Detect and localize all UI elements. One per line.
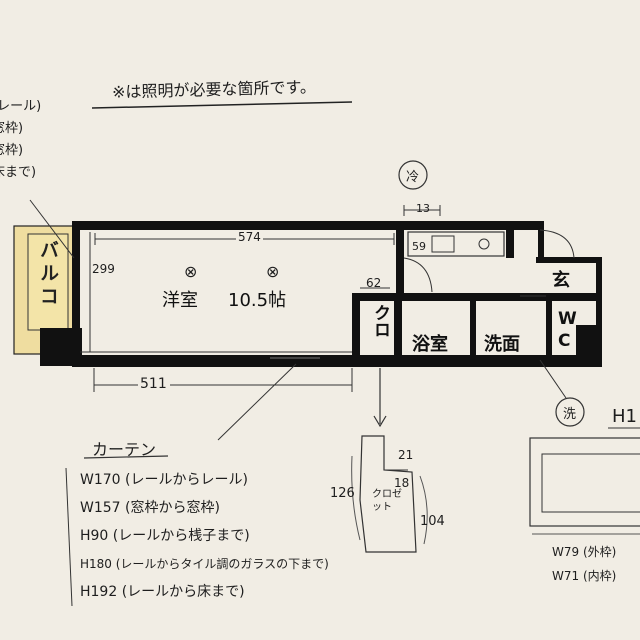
- left-note-4: 床まで): [0, 165, 37, 180]
- leader-curtain: [217, 363, 297, 441]
- fridge-circle: [398, 160, 428, 190]
- right-detail-heading: H1: [612, 406, 637, 427]
- wall-entrance-top: [536, 257, 602, 263]
- door-swing-kitchen: [403, 257, 433, 293]
- right-detail-notes: W79 (外枠) W71 (内枠): [552, 540, 616, 588]
- note-underline: [91, 101, 353, 109]
- western-room-size: 10.5帖: [228, 290, 287, 311]
- closet-label: クロ: [370, 304, 390, 338]
- wall-kitchen-top: [506, 230, 514, 258]
- fridge-label: 冷: [406, 170, 420, 185]
- balcony-label: バルコ: [37, 240, 59, 309]
- curtain-notes: W170 (レールからレール) W157 (窓枠から窓枠) H90 (レールから…: [80, 466, 329, 606]
- kitchen-stove: [478, 238, 490, 250]
- curtain-line-1: W170 (レールからレール): [80, 472, 248, 488]
- wall-top: [72, 221, 408, 230]
- light-mark-1: ⊗: [184, 262, 198, 281]
- right-detail-line-1: W79 (外枠): [552, 545, 617, 559]
- wall-left: [72, 221, 80, 367]
- kitchen-sink: [431, 235, 455, 253]
- left-notes: (レール) 窓枠) 窓枠) 床まで): [0, 96, 41, 184]
- wall-mid-vertical: [396, 221, 404, 299]
- closet-dim-104: 104: [420, 514, 445, 529]
- dim-top-width: 574: [236, 230, 263, 244]
- wc-label: WC: [558, 309, 577, 351]
- wall-bottom: [72, 355, 602, 367]
- wall-service-top: [352, 293, 602, 301]
- left-note-2: 窓枠): [0, 121, 24, 136]
- curtain-line-2: W157 (窓枠から窓枠): [80, 500, 220, 516]
- right-detail-line-2: W71 (内枠): [552, 569, 617, 583]
- closet-detail-shape: [359, 435, 417, 553]
- closet-dim-126: 126: [330, 486, 355, 501]
- dim-closet-depth: 62: [366, 276, 382, 290]
- wall-wash-right: [546, 300, 552, 360]
- bath-label: 浴室: [412, 334, 448, 355]
- wall-entrance-right: [596, 257, 602, 357]
- closet-detail-label: クロゼット: [372, 489, 402, 513]
- closet-dim-21: 21: [398, 448, 414, 462]
- closet-dim-18: 18: [394, 476, 410, 490]
- leader-left-notes: [29, 199, 75, 259]
- right-window-outer: [529, 437, 640, 527]
- kitchen-counter: [407, 231, 505, 257]
- washroom-label: 洗面: [484, 334, 520, 355]
- door-swing-entrance: [539, 229, 575, 259]
- dim-left-height: 299: [92, 262, 115, 276]
- wall-top-right: [400, 221, 540, 230]
- wall-right-top: [538, 221, 544, 261]
- washer-label: 洗: [563, 407, 577, 422]
- curtain-line-4: H180 (レールからタイル調のガラスの下まで): [80, 557, 329, 571]
- western-room-label: 洋室: [162, 290, 198, 311]
- wall-bath-right: [470, 300, 476, 360]
- curtain-title: カーテン: [92, 440, 157, 459]
- entrance-label: 玄: [552, 270, 570, 291]
- balcony-inner: [27, 233, 69, 331]
- dim-top-small: 13: [416, 202, 430, 215]
- washer-circle: [555, 397, 585, 427]
- wall-closet-right: [394, 300, 402, 360]
- dim-kitchen-width: 59: [412, 240, 426, 253]
- curtain-line-3: H90 (レールから桟子まで): [80, 528, 250, 544]
- dim-bottom-width: 511: [140, 376, 167, 392]
- curtain-line-5: H192 (レールから床まで): [80, 584, 245, 600]
- wall-closet-left: [352, 293, 360, 363]
- right-window-inner: [541, 453, 640, 513]
- light-mark-2: ⊗: [266, 262, 280, 281]
- left-note-3: 窓枠): [0, 143, 24, 158]
- left-note-1: (レール): [0, 99, 42, 114]
